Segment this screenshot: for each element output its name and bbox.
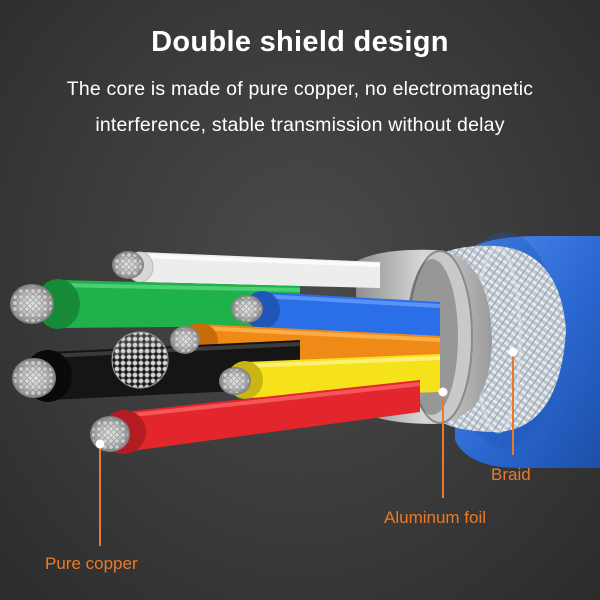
copper-end-green [10, 284, 54, 324]
callout-leaders [95, 347, 518, 546]
copper-end-black [12, 358, 56, 398]
copper-end-white [112, 251, 144, 279]
copper-end-blue [231, 295, 263, 323]
callout-pure-copper: Pure copper [45, 554, 138, 573]
wire-white [126, 251, 381, 288]
callout-braid: Braid [491, 465, 531, 484]
braid-leader-dot [508, 347, 518, 357]
wire-center-bundle [111, 331, 169, 389]
subtitle-line-2: interference, stable transmission withou… [95, 114, 505, 136]
copper-strand-ends [10, 251, 263, 452]
copper-end-orange [170, 326, 200, 354]
copper-end-yellow [219, 367, 251, 395]
page-title: Double shield design [151, 26, 449, 58]
callout-aluminum-foil: Aluminum foil [384, 508, 487, 527]
copper-leader-dot [95, 439, 105, 449]
copper-end-red [90, 416, 130, 452]
subtitle-line-1: The core is made of pure copper, no elec… [66, 78, 534, 100]
foil-leader-dot [438, 387, 448, 397]
